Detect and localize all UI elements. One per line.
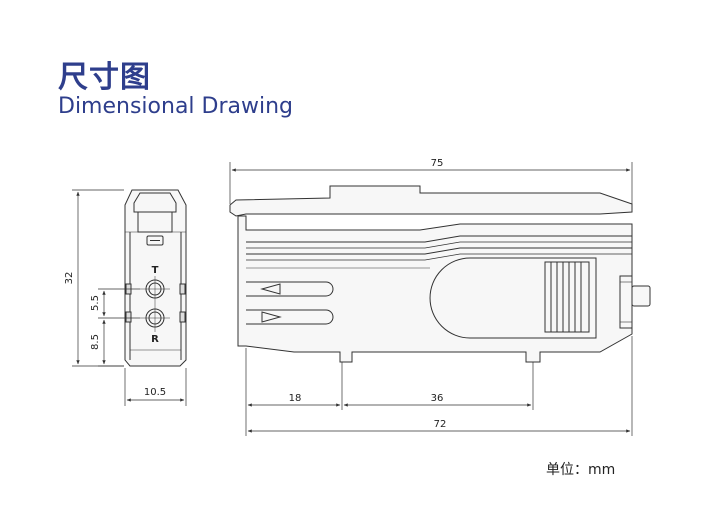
front-view-clip <box>133 192 177 213</box>
dim-spacing-upper: 5.5 <box>90 295 101 311</box>
side-view-top-cover <box>229 185 633 217</box>
front-view-latch <box>146 235 164 246</box>
page-title: 尺寸图 <box>58 60 151 95</box>
front-view <box>124 189 187 367</box>
dim-front-offset: 18 <box>289 393 302 404</box>
port-label-t: T <box>152 265 159 276</box>
side-view-slot-top <box>246 281 334 297</box>
dim-width: 10.5 <box>144 387 166 398</box>
side-view-slot-bottom <box>246 309 334 325</box>
side-view-grill <box>544 261 590 333</box>
dim-height: 32 <box>64 272 75 285</box>
side-view-window <box>429 257 597 339</box>
side-view <box>229 185 651 363</box>
side-view-arrow-left <box>260 283 281 295</box>
side-view-connector <box>619 275 633 329</box>
dim-overall-length: 75 <box>431 158 444 169</box>
dim-body-length: 72 <box>434 419 447 430</box>
dim-spacing-lower: 8.5 <box>90 334 101 350</box>
unit-note: 单位：mm <box>546 462 616 478</box>
side-view-body <box>237 215 633 363</box>
port-label-r: R <box>151 334 159 345</box>
page-subtitle: Dimensional Drawing <box>58 94 294 119</box>
dim-rail-span: 36 <box>431 393 444 404</box>
side-view-arrow-right <box>261 311 282 323</box>
front-view-body <box>124 189 187 367</box>
